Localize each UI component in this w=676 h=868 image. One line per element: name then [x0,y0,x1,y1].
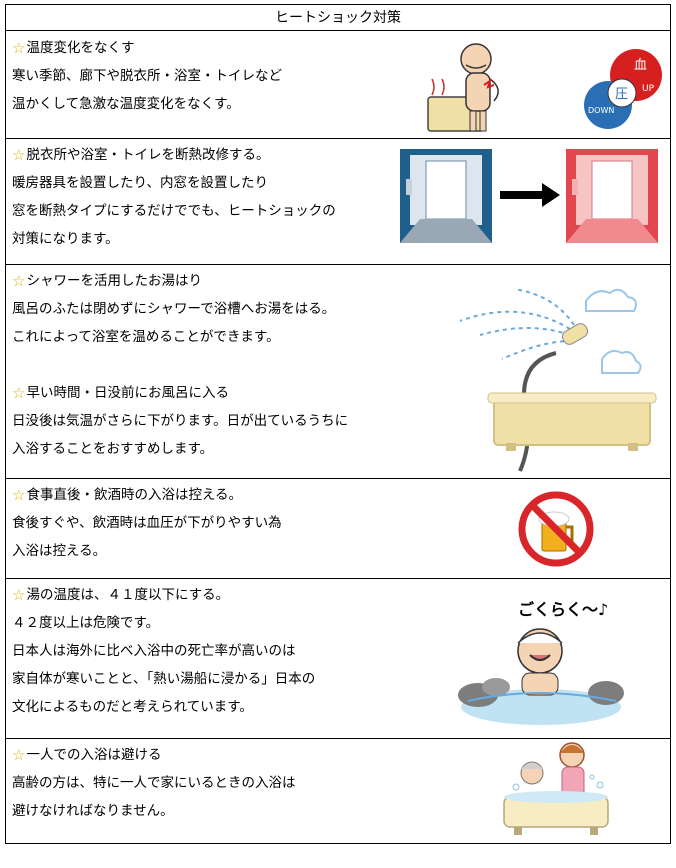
section-text: 入浴は控える。 [12,543,107,559]
warm-bathroom-illustration [566,149,658,243]
section-text: 日没後は気温がさらに下がります。日が出ているうちに [12,413,349,429]
section-text: 高齢の方は、特に一人で家にいるときの入浴は [12,775,296,791]
relaxing-bather-illustration: ごくらく〜♪ [458,600,624,725]
shivering-man-illustration [427,43,499,132]
section-text: 家自体が寒いことと、「熱い湯船に浸かる」日本の [12,671,316,687]
section-heading: 食事直後・飲酒時の入浴は控える。 [26,487,243,503]
section-text: 食後すぐや、飲酒時は血圧が下がりやすい為 [12,515,282,531]
star-icon: ☆ [12,146,26,164]
star-icon: ☆ [12,486,26,504]
arrow-right-icon [500,183,560,207]
caregiver-bathing-illustration [503,742,609,835]
page-title: ヒートショック対策 [6,5,670,31]
section-heading: 早い時間・日没前にお風呂に入る [26,385,229,401]
section-text: 避けなければなりません。 [12,803,174,819]
section-temperature-change: ☆温度変化をなくす 寒い季節、廊下や脱衣所・浴室・トイレなど 温かくして急激な温… [6,31,670,139]
section-text: 温かくして急激な温度変化をなくす。 [12,96,240,112]
bath-phrase: ごくらく〜♪ [518,600,608,619]
section-text: 窓を断熱タイプにするだけででも、ヒートショックの [12,203,336,219]
blood-pressure-icon: 血 圧 UP DOWN [584,49,662,129]
bp-badge-down: DOWN [588,106,614,115]
section-heading: シャワーを活用したお湯はり [26,273,202,289]
heat-shock-sheet: ヒートショック対策 ☆温度変化をなくす 寒い季節、廊下や脱衣所・浴室・トイレなど… [5,4,671,844]
section-water-temperature: ☆湯の温度は、４１度以下にする。 ４２度以上は危険です。 日本人は海外に比べ入浴… [6,579,670,739]
cold-bathroom-illustration [400,149,492,243]
bp-badge-top: 血 [634,58,647,73]
star-icon: ☆ [12,586,26,604]
section-heading: 湯の温度は、４１度以下にする。 [26,587,230,603]
section-text: これによって浴室を温めることができます。 [12,329,280,345]
section-text: 文化によるものだと考えられています。 [12,699,253,715]
section-text: 暖房器具を設置したり、内窓を設置したり [12,175,268,191]
section-text: ４２度以上は危険です。 [12,615,160,631]
section-text: 入浴することをおすすめします。 [12,441,214,457]
section-text: 日本人は海外に比べ入浴中の死亡率が高いのは [12,643,296,659]
section-text: 風呂のふたは閉めずにシャワーで浴槽へお湯をはる。 [12,301,336,317]
star-icon: ☆ [12,746,26,764]
section-after-meal-alcohol: ☆食事直後・飲酒時の入浴は控える。 食後すぐや、飲酒時は血圧が下がりやすい為 入… [6,479,670,579]
no-alcohol-icon [518,491,594,567]
shower-bathtub-illustration [459,288,657,472]
section-heading: 温度変化をなくす [26,40,135,56]
section-text: 寒い季節、廊下や脱衣所・浴室・トイレなど [12,68,282,84]
section-heading: 一人での入浴は避ける [26,747,162,763]
bp-badge-mid: 圧 [615,87,628,102]
star-icon: ☆ [12,384,26,402]
bp-badge-up: UP [642,84,655,94]
section-heading: 脱衣所や浴室・トイレを断熱改修する。 [26,147,270,163]
section-bathing-alone: ☆一人での入浴は避ける 高齢の方は、特に一人で家にいるときの入浴は 避けなければ… [6,739,670,843]
section-shower: ☆シャワーを活用したお湯はり 風呂のふたは閉めずにシャワーで浴槽へお湯をはる。 … [6,265,670,479]
section-insulation: ☆脱衣所や浴室・トイレを断熱改修する。 暖房器具を設置したり、内窓を設置したり … [6,139,670,265]
star-icon: ☆ [12,39,26,57]
star-icon: ☆ [12,272,26,290]
section-text: 対策になります。 [12,231,119,247]
